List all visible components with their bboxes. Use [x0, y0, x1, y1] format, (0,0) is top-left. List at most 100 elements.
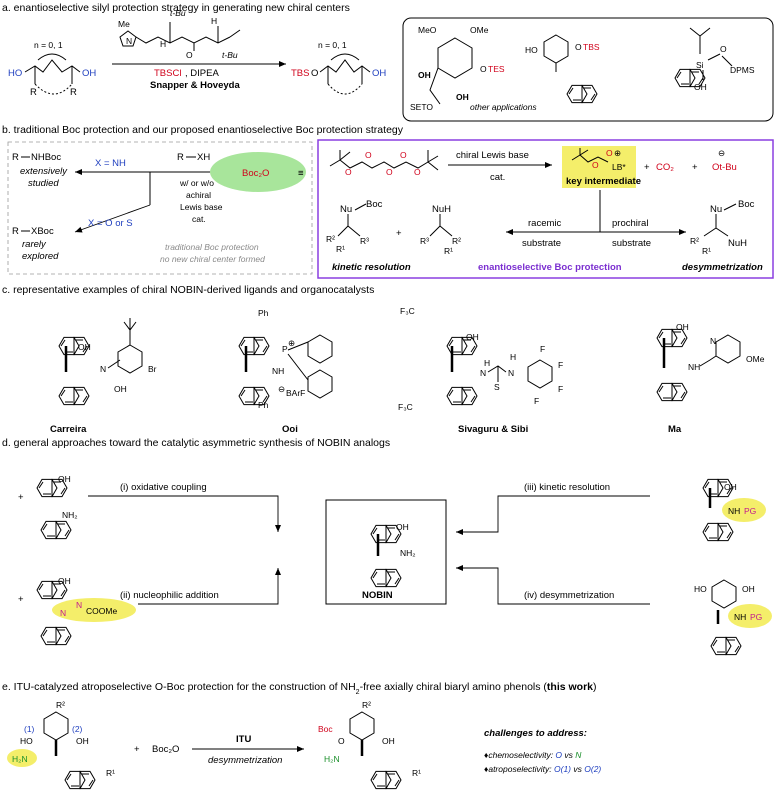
ep-h2n: H₂N — [324, 754, 340, 764]
e-atropo-o1: O(1) — [554, 764, 571, 774]
mono-tbs-product: n = 0, 1 TBS O OH — [291, 40, 386, 95]
b-equiv: ≡ — [298, 168, 304, 179]
app1-ome: OMe — [470, 25, 489, 35]
ligand-name-sivaguru-sibi: Sivaguru & Sibi — [458, 424, 528, 435]
n-label: n = 0, 1 — [34, 40, 63, 50]
kr-r1: R¹ — [336, 244, 345, 254]
ep-o: O — [338, 736, 345, 746]
ds-boc: Boc — [738, 199, 755, 210]
enantioselective-boc-box — [317, 139, 774, 279]
b-key-intermediate: key intermediate — [566, 176, 641, 187]
d-ii-n1: N — [60, 608, 66, 618]
b-plus2: + — [692, 162, 698, 173]
b-x-o-s: X = O or S — [88, 218, 133, 229]
cat-tbu2: t-Bu — [222, 50, 238, 60]
d-iv-ho: HO — [694, 584, 707, 594]
boc2o-o3: O — [386, 167, 393, 177]
b-substrate2: substrate — [612, 238, 651, 249]
app2-ho: HO — [525, 45, 538, 55]
diol-r1: R — [30, 87, 37, 98]
b-plus1: + — [644, 162, 650, 173]
ki-plus: ⊕ — [614, 148, 621, 158]
ss-s: S — [494, 382, 500, 392]
b-trad1: traditional Boc protection — [165, 242, 259, 252]
e-label-1: (1) — [24, 724, 35, 734]
b-racemic: racemic — [528, 218, 562, 229]
route-nucleophilic-addition: (ii) nucleophilic addition — [120, 590, 219, 601]
e-r1: R¹ — [106, 768, 115, 778]
ma-ligand: OH NH N OMe Ma — [656, 322, 765, 435]
route-desymmetrization: (iv) desymmetrization — [524, 590, 614, 601]
cat-h2: H — [211, 16, 217, 26]
ma-n: N — [710, 336, 716, 346]
ep-oh: OH — [382, 736, 395, 746]
reagent-tbscl: TBSCl — [154, 68, 181, 79]
b-nhboc: NHBoc — [31, 152, 61, 163]
nhpg-highlight-iv — [728, 604, 772, 628]
b-plus3: + — [396, 228, 402, 239]
diol-substrate: n = 0, 1 HO OH R R — [8, 40, 96, 98]
e-oh: OH — [76, 736, 89, 746]
carreira-br: Br — [148, 364, 157, 374]
e-plus: + — [134, 744, 140, 755]
kr2-r1: R¹ — [444, 246, 453, 256]
ss-h1: H — [484, 358, 490, 368]
diol-ho: HO — [8, 68, 22, 79]
nobin-oh: OH — [396, 522, 409, 532]
ss-oh: OH — [466, 332, 479, 342]
app1-tes: TES — [488, 64, 505, 74]
app1-oh2: OH — [456, 92, 469, 102]
cat-me: Me — [118, 19, 130, 29]
d-i-plus: + — [18, 492, 24, 503]
d-ii-plus: + — [18, 594, 24, 605]
ss-h2: H — [510, 352, 516, 362]
ss-f3: F — [558, 384, 563, 394]
b-co2: CO₂ — [656, 162, 674, 173]
other-applications-box — [402, 17, 774, 122]
e-product: R² Boc O OH H₂N R¹ — [318, 700, 421, 790]
ooi-barf: BArF — [286, 388, 305, 398]
b-cond2: achiral — [186, 190, 211, 200]
section-e-header: e. ITU-catalyzed atroposelective O-Boc p… — [2, 681, 597, 696]
b-x-nh: X = NH — [95, 158, 126, 169]
d-ii-coome: COOMe — [86, 606, 117, 616]
b-cond4: cat. — [192, 214, 206, 224]
ep-r1: R¹ — [412, 768, 421, 778]
section-d-header: d. general approaches toward the catalyt… — [2, 437, 390, 449]
ooi-ph2: Ph — [258, 400, 269, 410]
application-1: MeO OMe HO OH O TES OH SETO — [410, 25, 505, 112]
e-ho: HO — [20, 736, 33, 746]
carreira-n: N — [100, 364, 106, 374]
app1-seto: SETO — [410, 102, 433, 112]
nobin-box — [325, 499, 447, 605]
b-extensively: extensively — [20, 166, 68, 177]
d-i-oh: OH — [58, 474, 71, 484]
e-header-bold: this work — [547, 681, 593, 693]
ss-f1: F — [540, 344, 545, 354]
e-itu: ITU — [236, 734, 251, 745]
app3-o: O — [720, 44, 727, 54]
app2-o: O — [575, 42, 582, 52]
ooi-ph1: Ph — [258, 308, 269, 318]
product-tbs: TBS — [291, 68, 309, 79]
d-i-nh2: NH₂ — [62, 510, 78, 520]
d-iii-pg: PG — [744, 506, 756, 516]
d-iv-pg: PG — [750, 612, 762, 622]
snapper-catalyst: Me N H H t-Bu t-Bu O — [118, 8, 241, 60]
d-ii-n2: N — [76, 600, 82, 610]
app3-si: Si — [696, 60, 704, 70]
nobin-nh2: NH₂ — [400, 548, 416, 558]
e-atropo: ♦atroposelectivity: O(1) vs O(2) — [484, 764, 601, 774]
cat-tbu1: t-Bu — [170, 8, 186, 18]
b-rarely: rarely — [22, 239, 47, 250]
boc2o-highlight — [210, 152, 306, 192]
b-cond3: Lewis base — [180, 202, 223, 212]
route-kinetic-resolution: (iii) kinetic resolution — [524, 482, 610, 493]
e-challenges: challenges to address: — [484, 728, 587, 739]
b-r2: R — [177, 152, 184, 163]
boc2o-o5: O — [414, 167, 421, 177]
ss-f4: F — [534, 396, 539, 406]
b-substrate1: substrate — [522, 238, 561, 249]
e-chemo-n: N — [575, 750, 582, 760]
b-lb: LB* — [612, 162, 626, 172]
